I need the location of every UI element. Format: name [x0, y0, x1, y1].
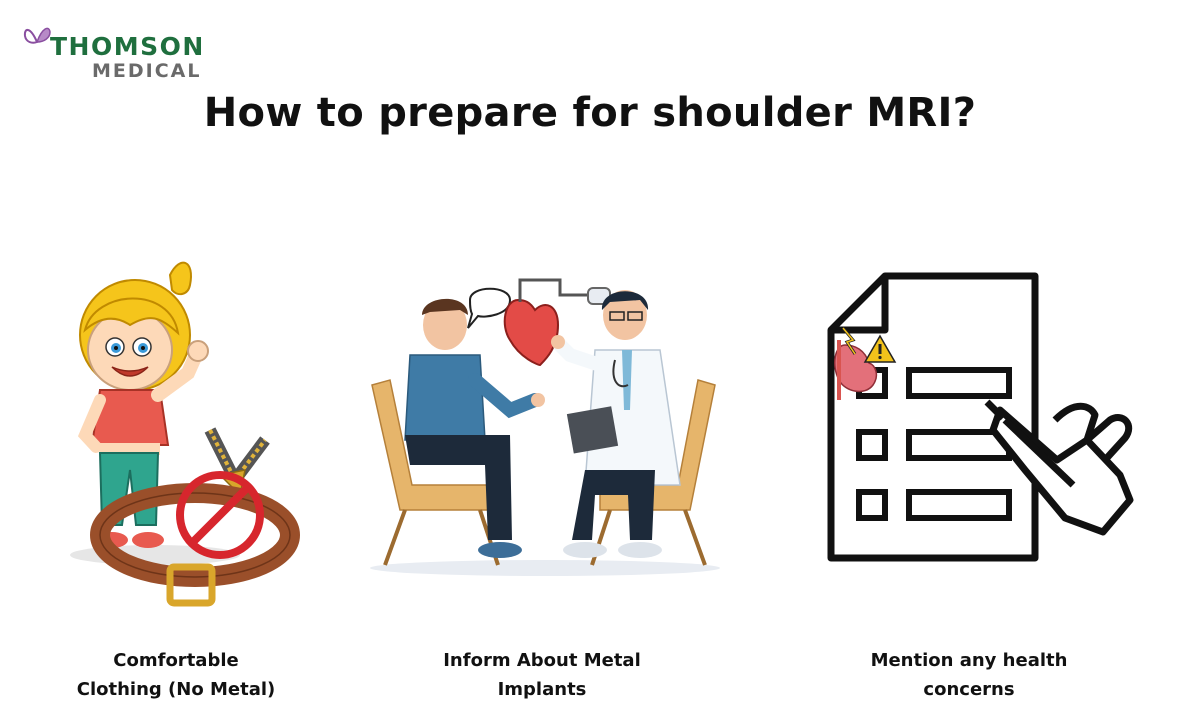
checklist-form-writing-icon	[827, 272, 1134, 562]
butterfly-logo-icon	[23, 27, 51, 44]
step-caption-health-concerns: Mention any health concerns	[870, 650, 1068, 700]
brand-name-line1: THOMSON	[50, 32, 205, 61]
step-caption-metal-implants: Inform About Metal Implants	[443, 650, 641, 700]
brand-logo: THOMSON MEDICAL	[22, 22, 222, 84]
page-title: How to prepare for shoulder MRI?	[203, 90, 977, 136]
brand-name-line2: MEDICAL	[92, 60, 202, 82]
doctor-patient-consultation-icon	[370, 278, 720, 576]
child-with-belt-no-metal-icon	[70, 261, 300, 607]
step-caption-clothing: Comfortable Clothing (No Metal)	[76, 650, 276, 700]
